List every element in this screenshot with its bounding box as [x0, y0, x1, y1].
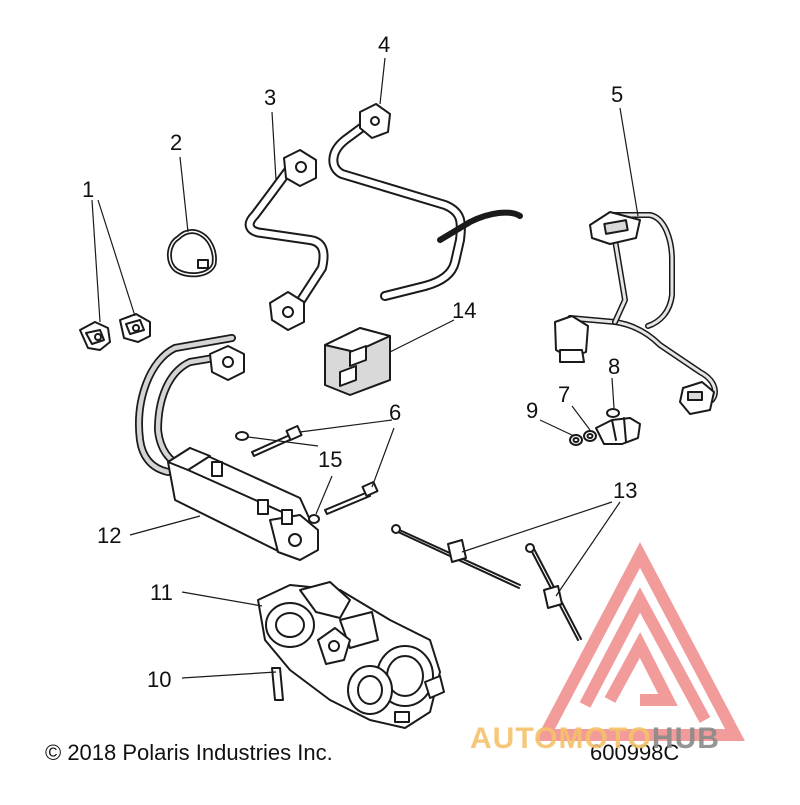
part-1-clips	[79, 313, 151, 351]
part-10-vent-tube	[271, 667, 284, 701]
part-3-fuel-hose	[244, 149, 329, 331]
callout-12: 12	[97, 523, 121, 548]
watermark-triangle-core	[604, 632, 678, 706]
part-4-fuel-hose	[328, 103, 466, 301]
part-5-wiring-harness	[437, 209, 718, 415]
callout-11: 11	[150, 580, 173, 605]
callout-8: 8	[608, 354, 620, 379]
callout-3: 3	[264, 85, 276, 110]
callout-1: 1	[82, 177, 94, 202]
part-12-fuel-rail	[135, 334, 319, 561]
callout-5: 5	[611, 82, 623, 107]
watermark-brand: AUTOMOTOHUB	[470, 722, 720, 755]
part-14-foam-block	[324, 327, 391, 396]
copyright-text: © 2018 Polaris Industries Inc.	[45, 740, 333, 765]
leader-lines	[91, 57, 639, 679]
part-13-cable-ties	[391, 524, 582, 641]
callout-4: 4	[378, 32, 390, 57]
part-8-seal	[606, 408, 620, 418]
callout-10: 10	[147, 667, 171, 692]
callout-13: 13	[613, 478, 637, 503]
watermark-triangle-outer	[535, 542, 745, 741]
callout-7: 7	[558, 382, 570, 407]
watermark-brand-part-1: AUTOMOTO	[470, 722, 652, 755]
callout-9: 9	[526, 398, 538, 423]
callout-15: 15	[318, 447, 342, 472]
part-2-o-ring	[167, 229, 217, 278]
callout-2: 2	[170, 130, 182, 155]
figure-number: 600998C	[590, 740, 679, 765]
part-7-injector	[595, 417, 641, 445]
watermark-logo	[535, 542, 745, 741]
callout-6: 6	[389, 400, 401, 425]
part-15-washers	[235, 431, 320, 524]
watermark-brand-part-2: HUB	[652, 722, 720, 755]
watermark-triangle-inner	[579, 587, 711, 723]
callout-14: 14	[452, 298, 476, 323]
part-9-seal	[569, 430, 597, 446]
part-11-throttle-body	[257, 581, 445, 729]
part-6-bolts	[251, 424, 379, 515]
